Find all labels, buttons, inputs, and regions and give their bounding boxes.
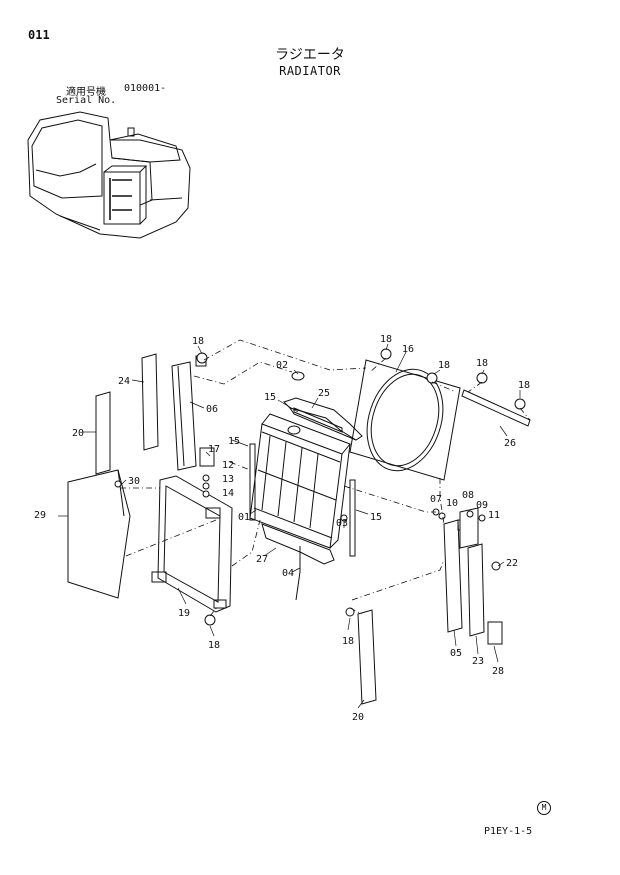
bracket-23: [467, 543, 485, 637]
lower-cover-27: [261, 523, 335, 565]
leader-lines: [58, 343, 521, 709]
cover-20-left: [95, 391, 111, 475]
part-label: 02: [276, 360, 288, 371]
part-label: 03: [336, 518, 348, 529]
part-label: 20: [72, 428, 84, 439]
part-label: 18: [438, 360, 450, 371]
part-label: 10: [446, 498, 458, 509]
part-label: 18: [380, 334, 392, 345]
part-label: 06: [206, 404, 218, 415]
part-label: 19: [178, 608, 190, 619]
serial-label-en: Serial No.: [56, 95, 117, 106]
part-label: 14: [222, 488, 234, 499]
part-label: 09: [476, 500, 488, 511]
footer-mark: M: [537, 801, 551, 815]
serial-label-jp: 適用号機: [66, 87, 106, 98]
part-label: 18: [518, 380, 530, 391]
stay-26: [461, 389, 531, 427]
part-label: 05: [450, 648, 462, 659]
part-label: 20: [352, 712, 364, 723]
block-28: [487, 621, 503, 645]
assembly-lines: [120, 339, 531, 617]
part-label: 22: [506, 558, 518, 569]
part-label: 29: [34, 510, 46, 521]
hose-04: [295, 546, 301, 601]
part-label: 01: [238, 512, 250, 523]
cover-20-right: [357, 609, 377, 705]
part-label: 15: [370, 512, 382, 523]
part-label: 18: [476, 358, 488, 369]
part-label: 12: [222, 460, 234, 471]
plate-29: [67, 469, 131, 599]
part-label: 23: [472, 656, 484, 667]
plate-08: [459, 507, 479, 549]
frame-06: [171, 355, 215, 471]
part-label: 30: [128, 476, 140, 487]
part-label: 04: [282, 568, 294, 579]
page-title-jp: ラジエータ: [275, 47, 345, 63]
part-label: 18: [192, 336, 204, 347]
footer-code: P1EY-1-5: [484, 826, 533, 837]
part-labels: 18 18 16 18 18 18 02 25 15 26 24 06 15 2…: [34, 334, 530, 723]
bolts: [114, 348, 526, 626]
fan-shroud: [349, 359, 461, 481]
seal-15: [249, 407, 356, 557]
part-label: 24: [118, 376, 130, 387]
part-label: 13: [222, 474, 234, 485]
page-code: 011: [28, 28, 50, 42]
part-label: 08: [462, 490, 474, 501]
part-label: 07: [430, 494, 442, 505]
frame-19: [151, 475, 233, 613]
part-label: 25: [318, 388, 330, 399]
serial-number: 010001-: [124, 83, 167, 94]
part-label: 27: [256, 554, 268, 565]
part-label: 28: [492, 666, 504, 677]
part-label: 15: [264, 392, 276, 403]
radiator-core: [249, 413, 351, 549]
cover-24: [141, 353, 159, 451]
part-label: 16: [402, 344, 414, 355]
part-label: 18: [208, 640, 220, 651]
part-label: 15: [228, 436, 240, 447]
part-label: 11: [488, 510, 500, 521]
part-label: 17: [208, 444, 220, 455]
page-title-en: RADIATOR: [279, 64, 341, 78]
part-label: 18: [342, 636, 354, 647]
excavator-thumbnail: [27, 111, 191, 239]
stay-25: [283, 397, 363, 441]
part-label: 26: [504, 438, 516, 449]
